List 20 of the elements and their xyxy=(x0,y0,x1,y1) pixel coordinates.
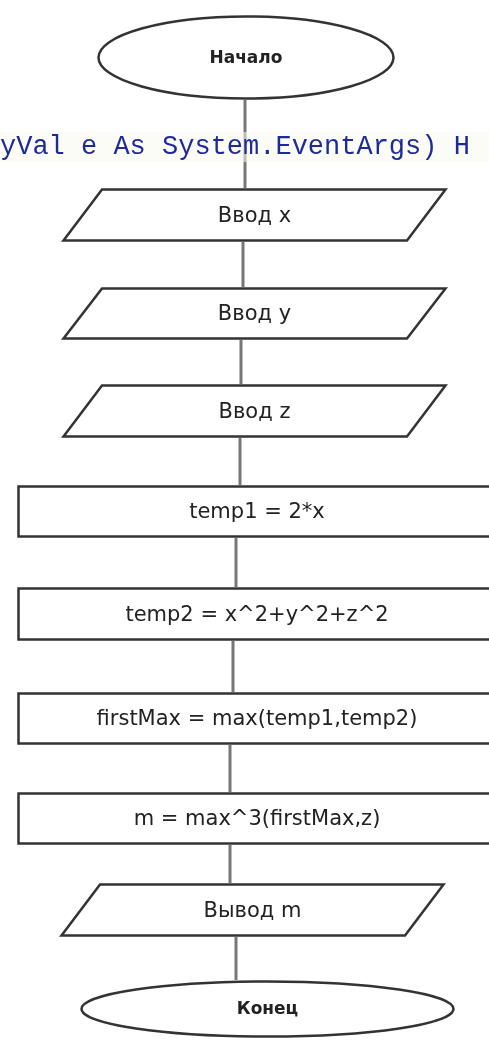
code-snippet: yVal e As System.EventArgs) H xyxy=(0,132,489,162)
connector-line xyxy=(238,438,242,485)
assignment-text: temp2 = x^2+y^2+z^2 xyxy=(125,602,389,625)
connector-line xyxy=(234,538,238,587)
connector-line xyxy=(241,242,245,287)
assignment-text: firstMax = max(temp1,temp2) xyxy=(96,707,418,730)
node-label: Вывод m xyxy=(203,898,302,921)
node-label: Конец xyxy=(236,1000,299,1018)
connector-line xyxy=(243,100,247,188)
node-label: Ввод z xyxy=(218,399,291,422)
assignment-text: temp1 = 2*x xyxy=(189,500,325,523)
node-label: Ввод y xyxy=(217,302,292,325)
connector-line xyxy=(231,641,235,692)
connector-line xyxy=(228,845,232,883)
connector-line xyxy=(228,745,232,792)
connector-line xyxy=(234,937,238,980)
connector-line xyxy=(239,340,243,384)
node-label: Ввод x xyxy=(217,203,292,226)
assignment-text: m = max^3(firstMax,z) xyxy=(133,807,381,830)
node-label: Начало xyxy=(209,48,283,67)
